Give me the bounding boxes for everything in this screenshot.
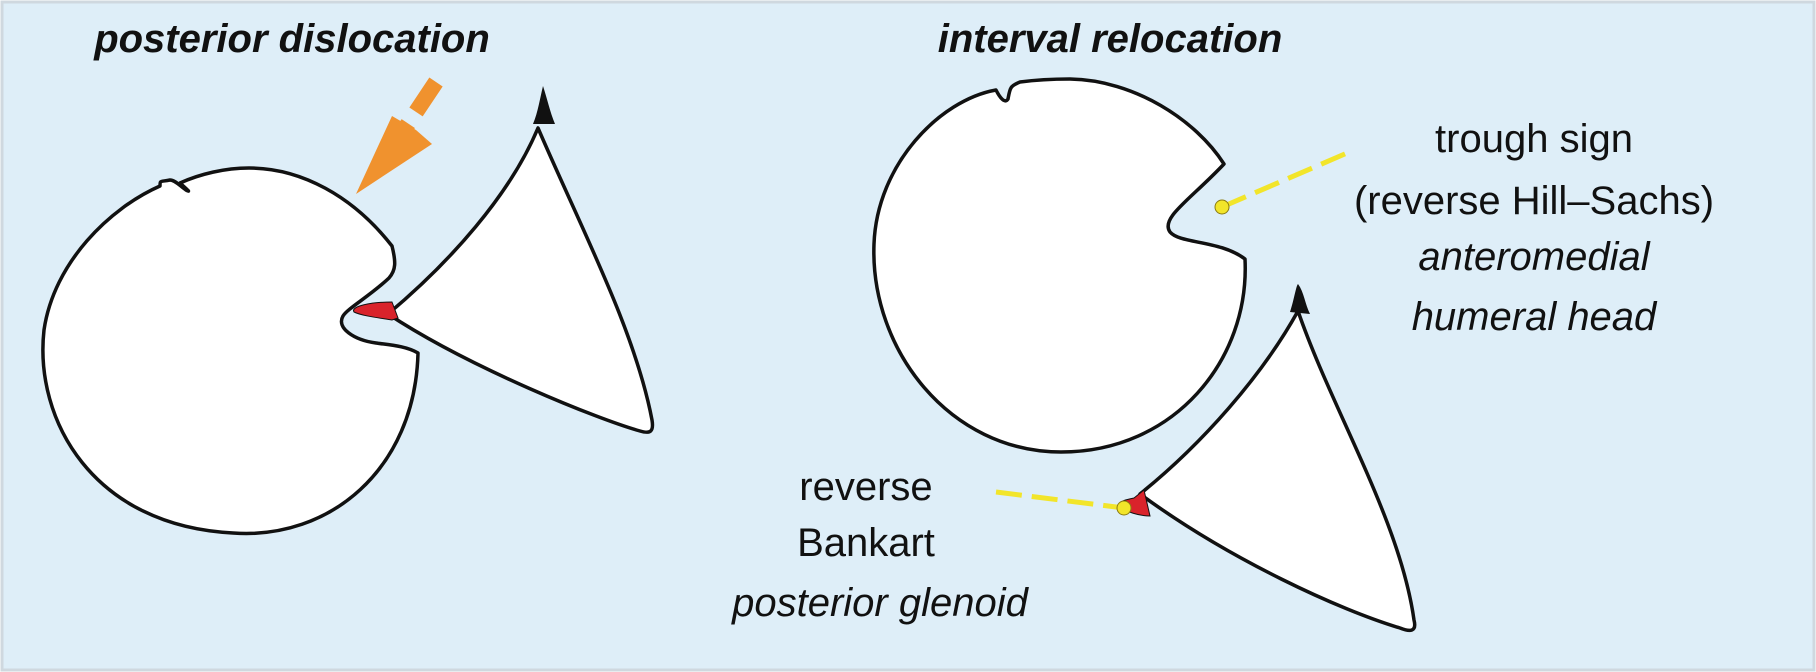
trough-label-line2: (reverse Hill–Sachs) [1354,179,1714,223]
trough-label-line3: anteromedial [1418,235,1650,279]
glenoid-right [1138,309,1417,633]
dislocation-arrow-icon [356,77,443,194]
humeral-head-right [872,77,1247,454]
glenoid-left [386,126,655,434]
bankart-label-line3: posterior glenoid [731,581,1029,625]
glenoid-tip-right [1290,284,1310,314]
glenoid-tip-left [533,86,555,124]
trough-pointer [1214,147,1355,215]
title-posterior-dislocation: posterior dislocation [93,17,490,61]
lesion-left [353,301,399,321]
trough-label-line1: trough sign [1435,117,1633,161]
title-interval-relocation: interval relocation [938,17,1283,61]
trough-label-line4: humeral head [1412,295,1658,339]
bankart-pointer [995,489,1132,516]
bankart-label-line2: Bankart [797,521,935,565]
bankart-label-line1: reverse [799,465,932,509]
humeral-head-left [41,166,420,536]
